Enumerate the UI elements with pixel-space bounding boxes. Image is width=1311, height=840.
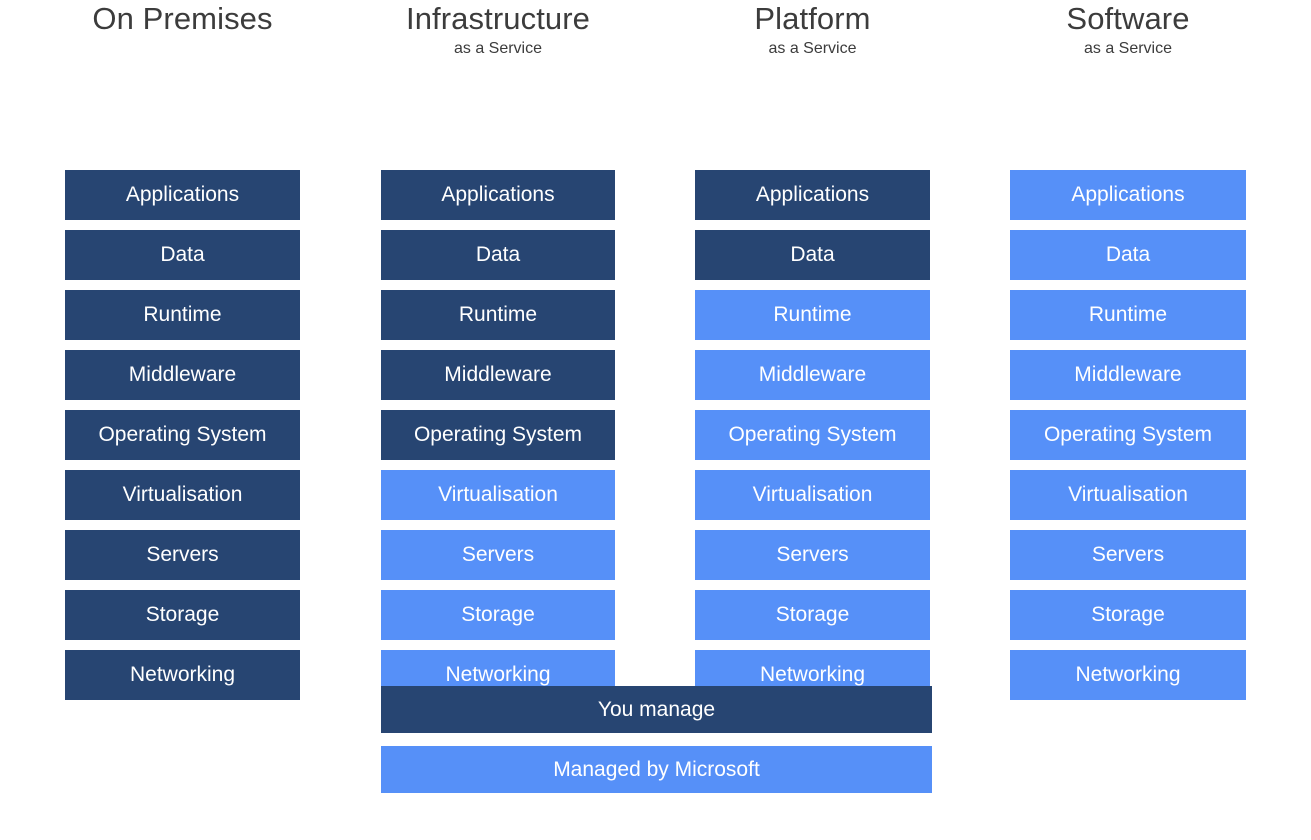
layer-box-infrastructure-as-a-service-middleware[interactable]: Middleware xyxy=(381,350,615,400)
layer-label: Virtualisation xyxy=(1068,483,1188,506)
layer-label: Operating System xyxy=(728,423,897,446)
layer-label: Networking xyxy=(129,663,236,686)
layer-box-software-as-a-service-storage[interactable]: Storage xyxy=(1010,590,1246,640)
layer-box-on-premises-virtualisation[interactable]: Virtualisation xyxy=(65,470,300,520)
layer-box-platform-as-a-service-servers[interactable]: Servers xyxy=(695,530,930,580)
layer-box-infrastructure-as-a-service-applications[interactable]: Applications xyxy=(381,170,615,220)
layer-box-platform-as-a-service-runtime[interactable]: Runtime xyxy=(695,290,930,340)
layer-label: Storage xyxy=(145,603,220,626)
layer-label: Middleware xyxy=(758,363,867,386)
layer-label: Networking xyxy=(759,663,866,686)
layer-label: Data xyxy=(160,243,205,266)
layer-label: Operating System xyxy=(413,423,583,446)
layer-box-software-as-a-service-runtime[interactable]: Runtime xyxy=(1010,290,1246,340)
layer-label: Virtualisation xyxy=(122,483,243,506)
layer-label: Servers xyxy=(776,543,849,566)
column-subtitle: as a Service xyxy=(1083,40,1173,57)
layer-label: Data xyxy=(475,243,521,266)
column-subtitle: as a Service xyxy=(453,40,543,57)
layer-box-infrastructure-as-a-service-operating-system[interactable]: Operating System xyxy=(381,410,615,460)
layer-label: Middleware xyxy=(1074,363,1182,386)
layer-box-on-premises-operating-system[interactable]: Operating System xyxy=(65,410,300,460)
column-title: Platform xyxy=(754,1,871,36)
column-title: On Premises xyxy=(92,1,273,36)
layer-box-platform-as-a-service-middleware[interactable]: Middleware xyxy=(695,350,930,400)
layer-label: Networking xyxy=(445,663,551,686)
column-header-infrastructure-as-a-service: Infrastructure as a Service xyxy=(381,0,615,58)
layer-box-on-premises-data[interactable]: Data xyxy=(65,230,300,280)
layer-box-platform-as-a-service-data[interactable]: Data xyxy=(695,230,930,280)
layer-box-on-premises-runtime[interactable]: Runtime xyxy=(65,290,300,340)
layer-box-platform-as-a-service-virtualisation[interactable]: Virtualisation xyxy=(695,470,930,520)
column-subtitle: as a Service xyxy=(768,40,857,57)
column-title: Infrastructure xyxy=(405,1,591,36)
layer-label: Middleware xyxy=(444,363,552,386)
layer-box-platform-as-a-service-storage[interactable]: Storage xyxy=(695,590,930,640)
layer-label: Operating System xyxy=(98,423,267,446)
layer-label: Data xyxy=(1105,243,1151,266)
layer-label: Applications xyxy=(125,183,240,206)
column-header-platform-as-a-service: Platform as a Service xyxy=(695,0,930,58)
layer-label: Storage xyxy=(1091,603,1165,626)
layer-box-infrastructure-as-a-service-servers[interactable]: Servers xyxy=(381,530,615,580)
layer-box-software-as-a-service-networking[interactable]: Networking xyxy=(1010,650,1246,700)
layer-box-platform-as-a-service-operating-system[interactable]: Operating System xyxy=(695,410,930,460)
layer-label: Runtime xyxy=(143,303,222,326)
layer-box-infrastructure-as-a-service-virtualisation[interactable]: Virtualisation xyxy=(381,470,615,520)
layer-label: Applications xyxy=(1071,183,1185,206)
layer-box-infrastructure-as-a-service-data[interactable]: Data xyxy=(381,230,615,280)
layer-label: Middleware xyxy=(128,363,237,386)
layer-box-platform-as-a-service-applications[interactable]: Applications xyxy=(695,170,930,220)
legend-bar-you-manage[interactable]: You manage xyxy=(381,686,932,733)
layer-box-software-as-a-service-servers[interactable]: Servers xyxy=(1010,530,1246,580)
layer-label: Runtime xyxy=(458,303,538,326)
layer-box-software-as-a-service-virtualisation[interactable]: Virtualisation xyxy=(1010,470,1246,520)
layer-label: Applications xyxy=(755,183,870,206)
layer-box-software-as-a-service-operating-system[interactable]: Operating System xyxy=(1010,410,1246,460)
layer-label: Storage xyxy=(775,603,850,626)
layer-label: Servers xyxy=(146,543,219,566)
layer-label: Runtime xyxy=(773,303,852,326)
layer-label: Operating System xyxy=(1043,423,1213,446)
layer-label: Runtime xyxy=(1088,303,1168,326)
layer-box-on-premises-middleware[interactable]: Middleware xyxy=(65,350,300,400)
layer-label: Virtualisation xyxy=(438,483,558,506)
layer-box-software-as-a-service-middleware[interactable]: Middleware xyxy=(1010,350,1246,400)
column-header-on-premises: On Premises xyxy=(65,0,300,58)
layer-label: Applications xyxy=(441,183,555,206)
layer-box-on-premises-servers[interactable]: Servers xyxy=(65,530,300,580)
layer-box-on-premises-applications[interactable]: Applications xyxy=(65,170,300,220)
layer-label: Virtualisation xyxy=(752,483,873,506)
layer-box-on-premises-networking[interactable]: Networking xyxy=(65,650,300,700)
layer-label: Data xyxy=(790,243,835,266)
column-title: Software xyxy=(1066,1,1190,36)
legend-label: Managed by Microsoft xyxy=(553,757,760,781)
layer-label: Storage xyxy=(461,603,535,626)
legend-bar-managed-by-microsoft[interactable]: Managed by Microsoft xyxy=(381,746,932,793)
layer-box-infrastructure-as-a-service-storage[interactable]: Storage xyxy=(381,590,615,640)
layer-label: Servers xyxy=(1091,543,1165,566)
column-header-software-as-a-service: Software as a Service xyxy=(1010,0,1246,58)
layer-box-infrastructure-as-a-service-runtime[interactable]: Runtime xyxy=(381,290,615,340)
legend-label: You manage xyxy=(597,697,716,721)
layer-box-software-as-a-service-data[interactable]: Data xyxy=(1010,230,1246,280)
layer-label: Networking xyxy=(1075,663,1181,686)
layer-label: Servers xyxy=(461,543,535,566)
layer-box-software-as-a-service-applications[interactable]: Applications xyxy=(1010,170,1246,220)
layer-box-on-premises-storage[interactable]: Storage xyxy=(65,590,300,640)
